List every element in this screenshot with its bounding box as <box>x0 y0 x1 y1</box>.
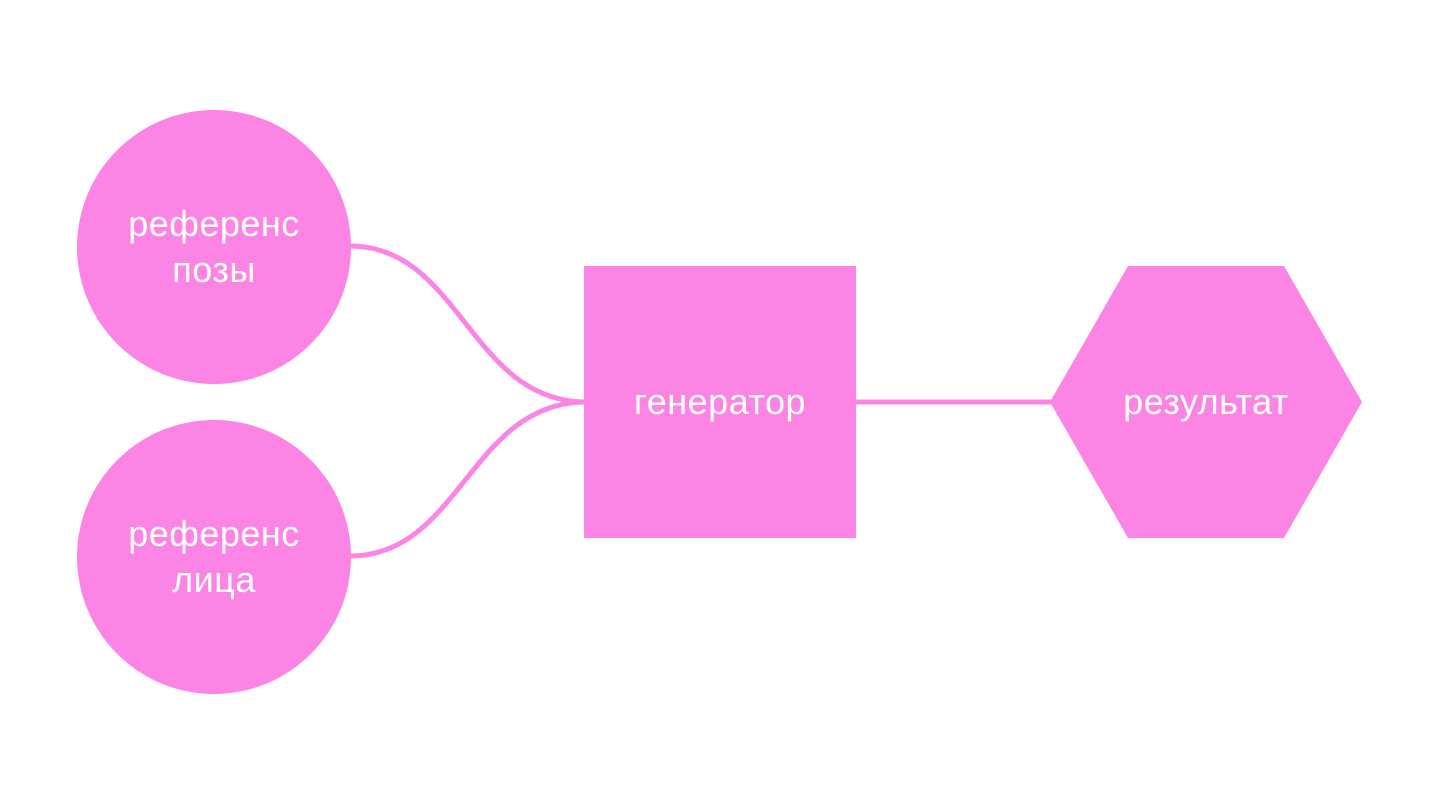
node-pose-reference[interactable]: референс позы <box>77 110 351 384</box>
node-result[interactable]: результат <box>1050 266 1362 538</box>
node-face-reference-line2: лица <box>172 559 256 600</box>
node-face-reference[interactable]: референс лица <box>77 420 351 694</box>
edge-pose-to-generator <box>347 243 587 405</box>
node-generator-label: генератор <box>633 381 807 422</box>
node-pose-reference-line1: референс <box>128 203 300 244</box>
edge-face-to-generator <box>347 399 587 559</box>
node-face-reference-line1: референс <box>128 513 300 554</box>
node-generator[interactable]: генератор <box>584 266 856 538</box>
node-result-label: результат <box>1123 381 1289 422</box>
node-pose-reference-line2: позы <box>172 249 256 290</box>
